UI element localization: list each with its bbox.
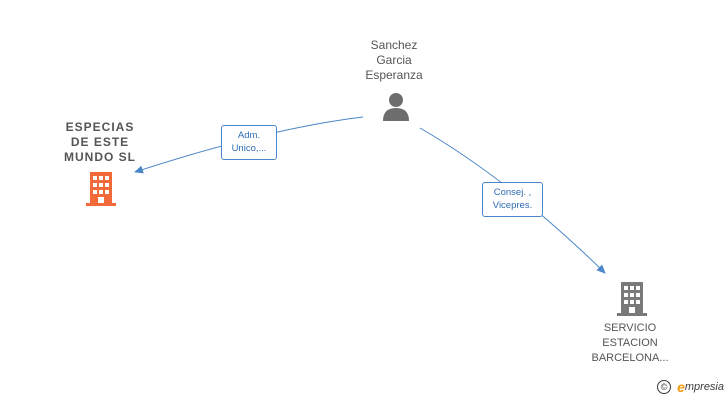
edge-label-adm-line-2: Unico,... (231, 143, 267, 154)
edge-label-adm-unico[interactable]: Adm. Unico,... (221, 125, 277, 160)
building-icon-main[interactable] (86, 172, 116, 206)
company-secondary-line-3: BARCELONA... (591, 352, 669, 364)
company-main-line-3: MUNDO SL (64, 150, 136, 164)
edge-label-consej-line-2: Vicepres. (492, 200, 533, 211)
person-name-line-2: Garcia (376, 53, 412, 67)
building-icon-secondary[interactable] (617, 282, 647, 316)
person-icon[interactable] (381, 92, 411, 122)
edge-label-consej-line-1: Consej. , (493, 187, 532, 198)
company-secondary-line-1: SERVICIO (603, 322, 657, 334)
edge-label-adm-line-1: Adm. (237, 130, 261, 141)
person-name: Sanchez Garcia Esperanza (344, 38, 444, 83)
company-secondary-line-2: ESTACION (602, 337, 658, 349)
company-main-line-1: ESPECIAS (65, 120, 135, 134)
edge-label-consej-vicepres[interactable]: Consej. , Vicepres. (482, 182, 543, 217)
person-name-line-3: Esperanza (365, 68, 423, 82)
brand-name-rest: mpresia (684, 381, 724, 393)
company-secondary-name[interactable]: SERVICIO ESTACION BARCELONA... (580, 321, 680, 366)
company-main-name[interactable]: ESPECIAS DE ESTE MUNDO SL (50, 120, 150, 165)
company-main-line-2: DE ESTE (70, 135, 130, 149)
copyright-icon: © (657, 380, 672, 394)
person-name-line-1: Sanchez (370, 38, 418, 52)
empresia-logo: © e mpresia (657, 379, 724, 395)
brand-first-letter: e (677, 379, 685, 395)
